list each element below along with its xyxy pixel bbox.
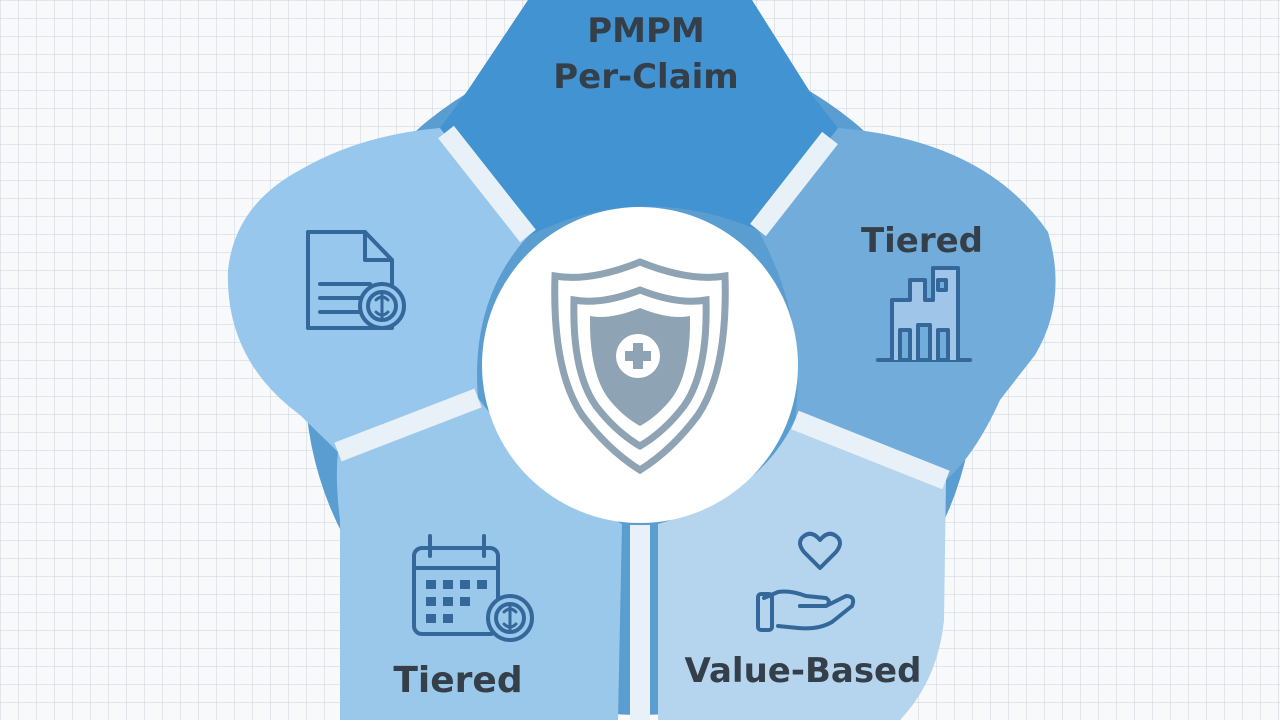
segment-top bbox=[440, 0, 838, 236]
segment-top-label-line2: Per-Claim bbox=[553, 57, 739, 97]
document-coin-icon bbox=[306, 230, 406, 330]
shield-cross-icon bbox=[551, 258, 729, 475]
segment-bottom-left-label: Tiered bbox=[393, 660, 522, 701]
segment-gaps bbox=[334, 125, 950, 720]
segment-top-label-line1: PMPM bbox=[587, 11, 705, 51]
segment-bottom-right-label: Value-Based bbox=[685, 651, 922, 691]
segment-right-label: Tiered bbox=[861, 221, 983, 261]
calendar-coin-icon bbox=[412, 534, 534, 642]
heart-hand-icon bbox=[756, 531, 856, 632]
segment-bottom-right bbox=[658, 420, 946, 720]
tiered-building-icon bbox=[876, 266, 972, 362]
